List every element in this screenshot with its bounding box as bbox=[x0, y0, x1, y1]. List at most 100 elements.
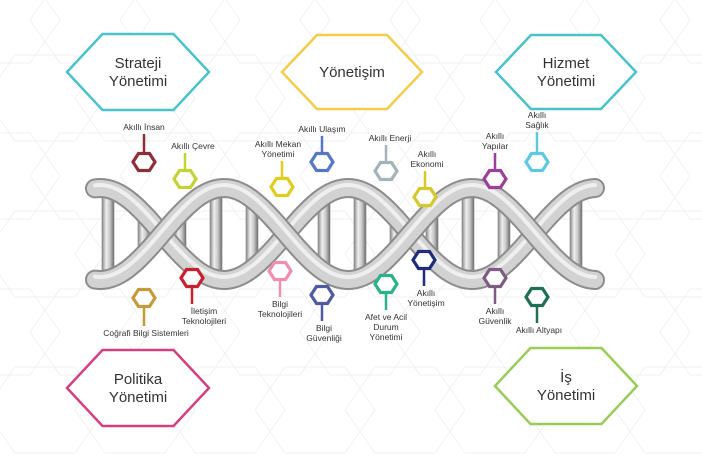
category-yonetisim: Yönetişim bbox=[280, 33, 424, 111]
bg-hex bbox=[0, 132, 61, 220]
category-hexagon-shape bbox=[493, 346, 639, 426]
category-title-line: Hizmet bbox=[543, 55, 591, 72]
bg-hex bbox=[659, 0, 702, 64]
category-title-line: Politika bbox=[114, 371, 163, 388]
category-hexagons: StratejiYönetimiYönetişimHizmetYönetimiP… bbox=[65, 32, 639, 428]
node-hexagon-marker bbox=[267, 260, 293, 282]
bg-hex bbox=[254, 366, 376, 454]
category-title-line: İş bbox=[560, 368, 572, 386]
node-hexagon-marker bbox=[482, 168, 508, 190]
category-title-line: Strateji bbox=[115, 55, 162, 72]
bg-hex bbox=[209, 0, 331, 64]
dna-helix bbox=[85, 177, 605, 291]
node-label-line: Güvenliği bbox=[306, 333, 342, 343]
node-label-line: Teknolojileri bbox=[258, 309, 303, 319]
node-hexagon-marker bbox=[131, 151, 157, 173]
bg-hex bbox=[389, 288, 511, 376]
bg-hex bbox=[614, 54, 702, 142]
node-label-line: Bilgi bbox=[272, 299, 288, 309]
node-label-line: Coğrafi Bilgi Sistemleri bbox=[103, 328, 189, 338]
node-hexagon-marker bbox=[524, 151, 550, 173]
node-label-line: Bilgi bbox=[316, 323, 332, 333]
node-label-line: Akıllı bbox=[528, 110, 546, 120]
node-hexagon-marker bbox=[269, 176, 295, 198]
node-akilli-altyapi: Akıllı Altyapı bbox=[516, 286, 562, 335]
node-hexagon-marker bbox=[411, 249, 437, 271]
bg-hex bbox=[164, 366, 286, 454]
bg-hex bbox=[0, 288, 61, 376]
node-akilli-cevre: Akıllı Çevre bbox=[171, 141, 215, 190]
node-label-line: Afet ve Acil bbox=[365, 312, 407, 322]
helix-strand-highlight bbox=[93, 182, 597, 280]
node-label-line: Yönetişim bbox=[407, 298, 444, 308]
bg-hex bbox=[659, 288, 702, 376]
node-label-line: Yönetimi bbox=[261, 149, 294, 159]
node-label-line: Akıllı İnsan bbox=[123, 122, 165, 132]
bg-hex bbox=[209, 288, 331, 376]
bg-hex bbox=[254, 210, 376, 298]
node-label-line: Ekonomi bbox=[410, 159, 443, 169]
base-pair-rod bbox=[209, 192, 223, 276]
bg-hex bbox=[29, 132, 151, 220]
bg-hex bbox=[209, 132, 331, 220]
category-title-line: Yönetişim bbox=[319, 64, 385, 81]
node-label-line: Akıllı Mekan bbox=[255, 139, 302, 149]
bg-hex bbox=[659, 132, 702, 220]
node-label-line: Akıllı bbox=[486, 131, 504, 141]
category-title-line: Yönetimi bbox=[109, 73, 167, 90]
node-label-line: Akıllı Çevre bbox=[171, 141, 215, 151]
category-hexagon-shape bbox=[65, 32, 211, 112]
node-label-line: İletişim bbox=[191, 306, 217, 316]
node-label-line: Akıllı Ulaşım bbox=[298, 124, 345, 134]
helix-strand-b bbox=[87, 179, 603, 289]
helix-strand-highlight bbox=[93, 182, 597, 280]
category-hexagon-shape bbox=[494, 33, 638, 111]
node-akilli-insan: Akıllı İnsan bbox=[123, 122, 165, 173]
node-hexagon-marker bbox=[309, 151, 335, 173]
category-title-line: Yönetimi bbox=[537, 73, 595, 90]
node-hexagon-marker bbox=[412, 186, 438, 208]
node-label-line: Durum bbox=[373, 322, 399, 332]
node-label-line: Akıllı Enerji bbox=[369, 133, 412, 143]
node-label-line: Akıllı bbox=[417, 288, 435, 298]
node-label-line: Sağlık bbox=[525, 120, 549, 130]
base-pair-rod bbox=[101, 192, 115, 276]
bg-hex bbox=[569, 132, 691, 220]
bg-hex bbox=[29, 288, 151, 376]
category-title-line: Yönetimi bbox=[537, 387, 595, 404]
node-hexagon-marker bbox=[373, 160, 399, 182]
category-hexagon-shape bbox=[280, 33, 424, 111]
node-hexagon-marker bbox=[373, 273, 399, 295]
bg-hex bbox=[164, 54, 286, 142]
node-hexagon-marker bbox=[172, 168, 198, 190]
node-label-line: Akıllı bbox=[486, 306, 504, 316]
node-label-line: Yönetimi bbox=[369, 332, 402, 342]
node-cografi-bilgi: Coğrafi Bilgi Sistemleri bbox=[103, 287, 189, 338]
node-label-line: Akıllı Altyapı bbox=[516, 325, 562, 335]
node-label-line: Akıllı bbox=[418, 149, 436, 159]
category-title-line: Yönetimi bbox=[109, 389, 167, 406]
bg-hex bbox=[389, 0, 511, 64]
bg-hex bbox=[0, 0, 61, 64]
node-hexagon-marker bbox=[482, 267, 508, 289]
node-hexagon-marker bbox=[524, 286, 550, 308]
bg-hex bbox=[344, 366, 466, 454]
node-akilli-ulasim: Akıllı Ulaşım bbox=[298, 124, 346, 173]
base-pair-rod bbox=[353, 193, 367, 275]
